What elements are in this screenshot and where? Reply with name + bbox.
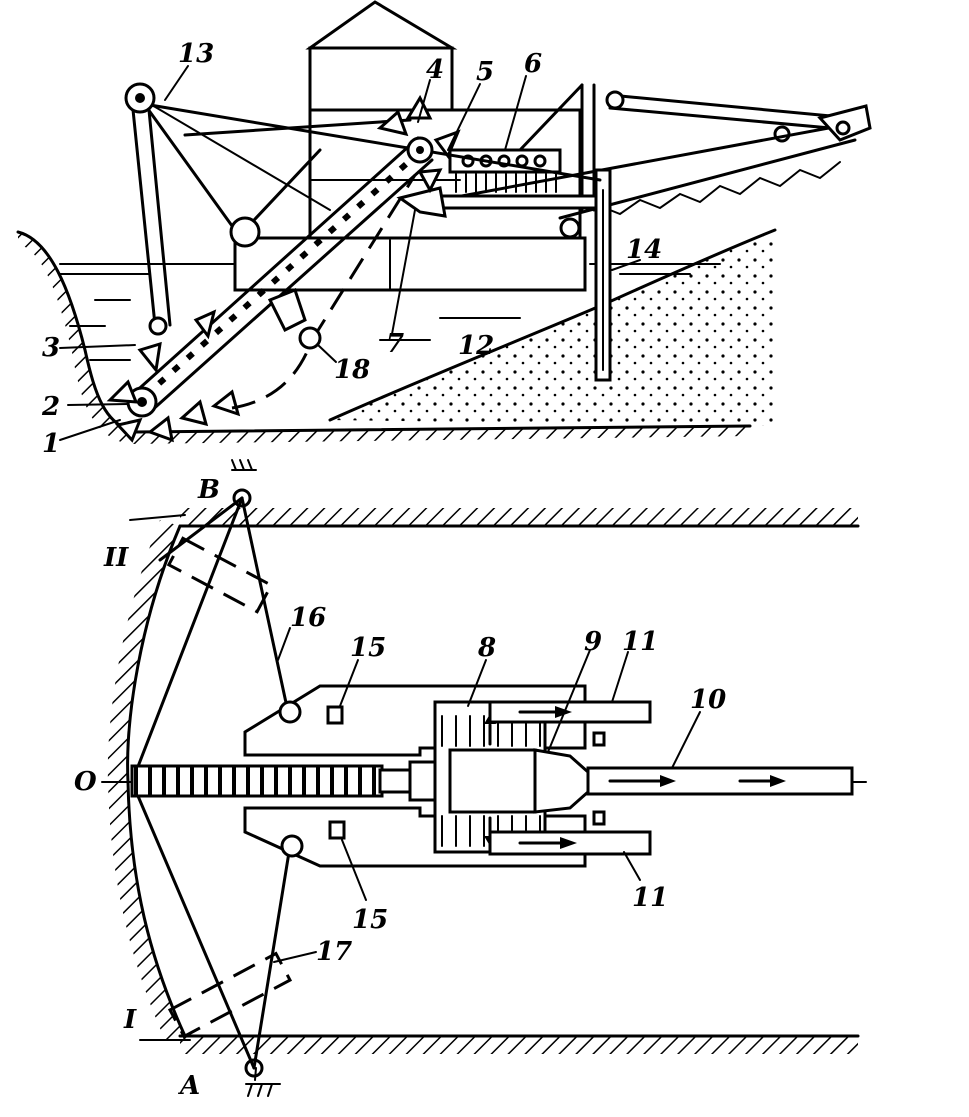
label-16: 16 bbox=[290, 603, 326, 633]
label-18: 18 bbox=[334, 355, 370, 385]
anchor-top bbox=[231, 459, 257, 508]
dredge-plan-view bbox=[101, 459, 867, 1097]
label-15-top: 15 bbox=[350, 633, 386, 663]
label-9: 9 bbox=[584, 627, 602, 657]
label-B: B bbox=[197, 475, 220, 505]
label-3: 3 bbox=[42, 333, 60, 363]
pontoon-hull bbox=[233, 236, 587, 292]
label-7: 7 bbox=[386, 329, 404, 359]
label-12: 12 bbox=[458, 331, 494, 361]
label-O: O bbox=[74, 767, 97, 797]
bucket-ladder bbox=[106, 94, 461, 443]
swing-position-II bbox=[166, 536, 274, 614]
boom-frame bbox=[124, 82, 602, 336]
label-II: II bbox=[103, 543, 129, 573]
label-14: 14 bbox=[626, 235, 662, 265]
label-13: 13 bbox=[178, 39, 214, 69]
tailings-chute-top bbox=[488, 700, 652, 747]
screening-drum bbox=[433, 700, 590, 854]
sand-slope bbox=[328, 228, 777, 422]
discharge-pipe bbox=[586, 766, 854, 796]
top-leader-lines bbox=[59, 65, 641, 441]
label-10: 10 bbox=[690, 685, 726, 715]
label-11-bottom: 11 bbox=[632, 883, 668, 913]
label-A: A bbox=[177, 1071, 200, 1101]
bottom-leader-lines bbox=[273, 627, 701, 963]
spud-pile bbox=[594, 168, 612, 382]
suction-wheel bbox=[267, 288, 322, 350]
channel-walls bbox=[107, 508, 860, 1054]
label-6: 6 bbox=[524, 49, 542, 79]
label-4: 4 bbox=[426, 55, 444, 85]
label-15-bottom: 15 bbox=[352, 905, 388, 935]
label-2: 2 bbox=[41, 392, 60, 422]
label-8: 8 bbox=[477, 633, 496, 663]
label-17: 17 bbox=[316, 937, 352, 967]
hopper bbox=[396, 186, 447, 218]
label-5: 5 bbox=[476, 57, 494, 87]
anchor-bottom bbox=[244, 1058, 281, 1097]
label-11-top: 11 bbox=[622, 627, 658, 657]
swing-position-I bbox=[167, 951, 293, 1039]
part-labels: 1 2 3 4 5 6 7 12 13 14 18 B II 16 15 8 9… bbox=[41, 39, 726, 1101]
screw-conveyor bbox=[130, 760, 442, 802]
label-I: I bbox=[123, 1005, 137, 1035]
dredge-side-view bbox=[16, 0, 872, 444]
tailings-chute-bottom bbox=[488, 810, 652, 856]
belt-conveyor bbox=[438, 104, 872, 239]
label-1: 1 bbox=[42, 429, 60, 459]
